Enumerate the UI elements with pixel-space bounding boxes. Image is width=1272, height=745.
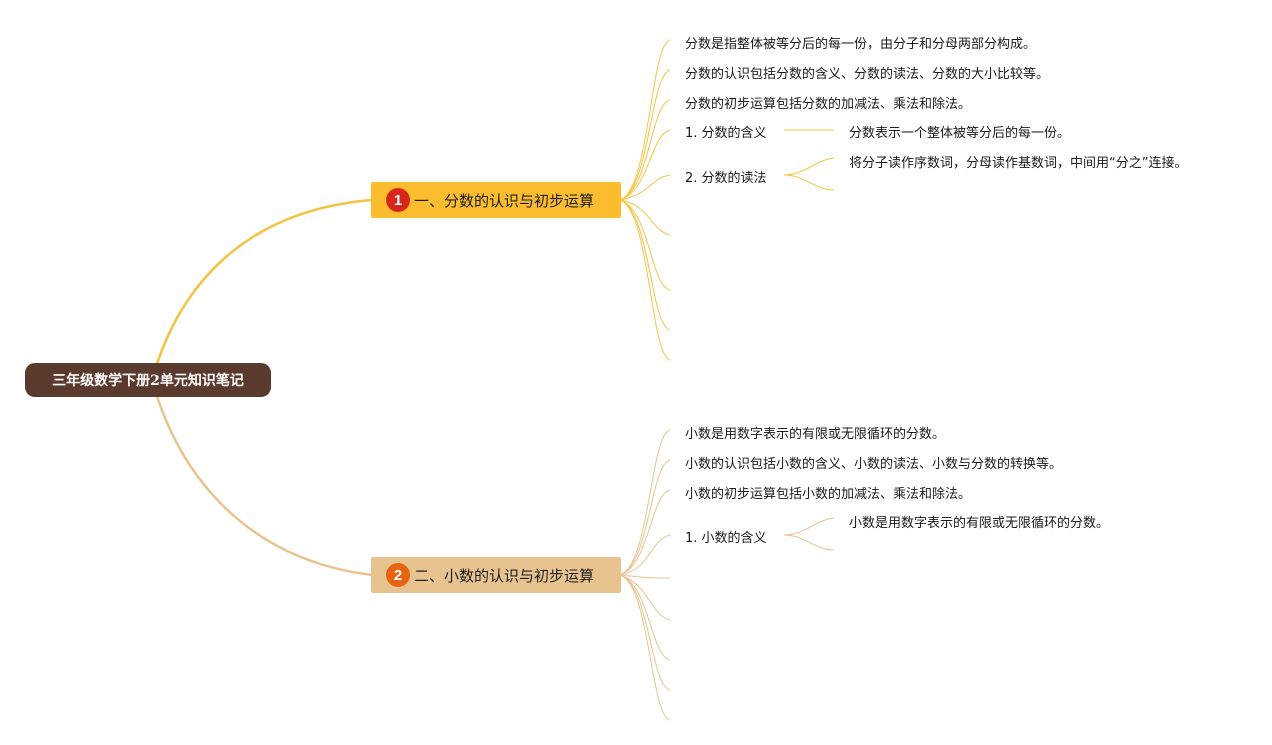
- number-badge: 1: [386, 188, 410, 212]
- number-badge: 2: [386, 563, 410, 587]
- branch-node-decimals[interactable]: 2 二、小数的认识与初步运算: [371, 557, 621, 593]
- leaf-node[interactable]: 小数的认识包括小数的含义、小数的读法、小数与分数的转换等。: [685, 457, 1063, 472]
- branch-title: 二、小数的认识与初步运算: [414, 566, 595, 585]
- leaf-node[interactable]: 小数是用数字表示的有限或无限循环的分数。: [685, 427, 946, 442]
- sub-leaf-node[interactable]: 将分子读作序数词，分母读作基数词，中间用“分之”连接。: [849, 156, 1188, 171]
- branch-title: 一、分数的认识与初步运算: [414, 191, 595, 210]
- connector-root-branch2: [150, 379, 373, 577]
- leaf-node[interactable]: 分数的初步运算包括分数的加减法、乘法和除法。: [685, 97, 972, 112]
- leaf-node[interactable]: 2. 分数的读法: [685, 171, 767, 186]
- connector-root-branch1: [150, 198, 373, 381]
- root-node[interactable]: 三年级数学下册2单元知识笔记: [25, 363, 271, 397]
- leaf-node[interactable]: 分数的认识包括分数的含义、分数的读法、分数的大小比较等。: [685, 67, 1050, 82]
- leaf-node[interactable]: 小数的初步运算包括小数的加减法、乘法和除法。: [685, 487, 972, 502]
- leaf-node[interactable]: 1. 小数的含义: [685, 531, 767, 546]
- sub-leaf-node[interactable]: 小数是用数字表示的有限或无限循环的分数。: [849, 516, 1110, 531]
- sub-leaf-node[interactable]: 分数表示一个整体被等分后的每一份。: [849, 126, 1071, 141]
- branch1-fan: [619, 39, 835, 361]
- leaf-node[interactable]: 分数是指整体被等分后的每一份，由分子和分母两部分构成。: [685, 37, 1037, 52]
- leaf-node[interactable]: 1. 分数的含义: [685, 126, 767, 141]
- branch-node-fractions[interactable]: 1 一、分数的认识与初步运算: [371, 182, 621, 218]
- branch2-fan: [619, 429, 835, 721]
